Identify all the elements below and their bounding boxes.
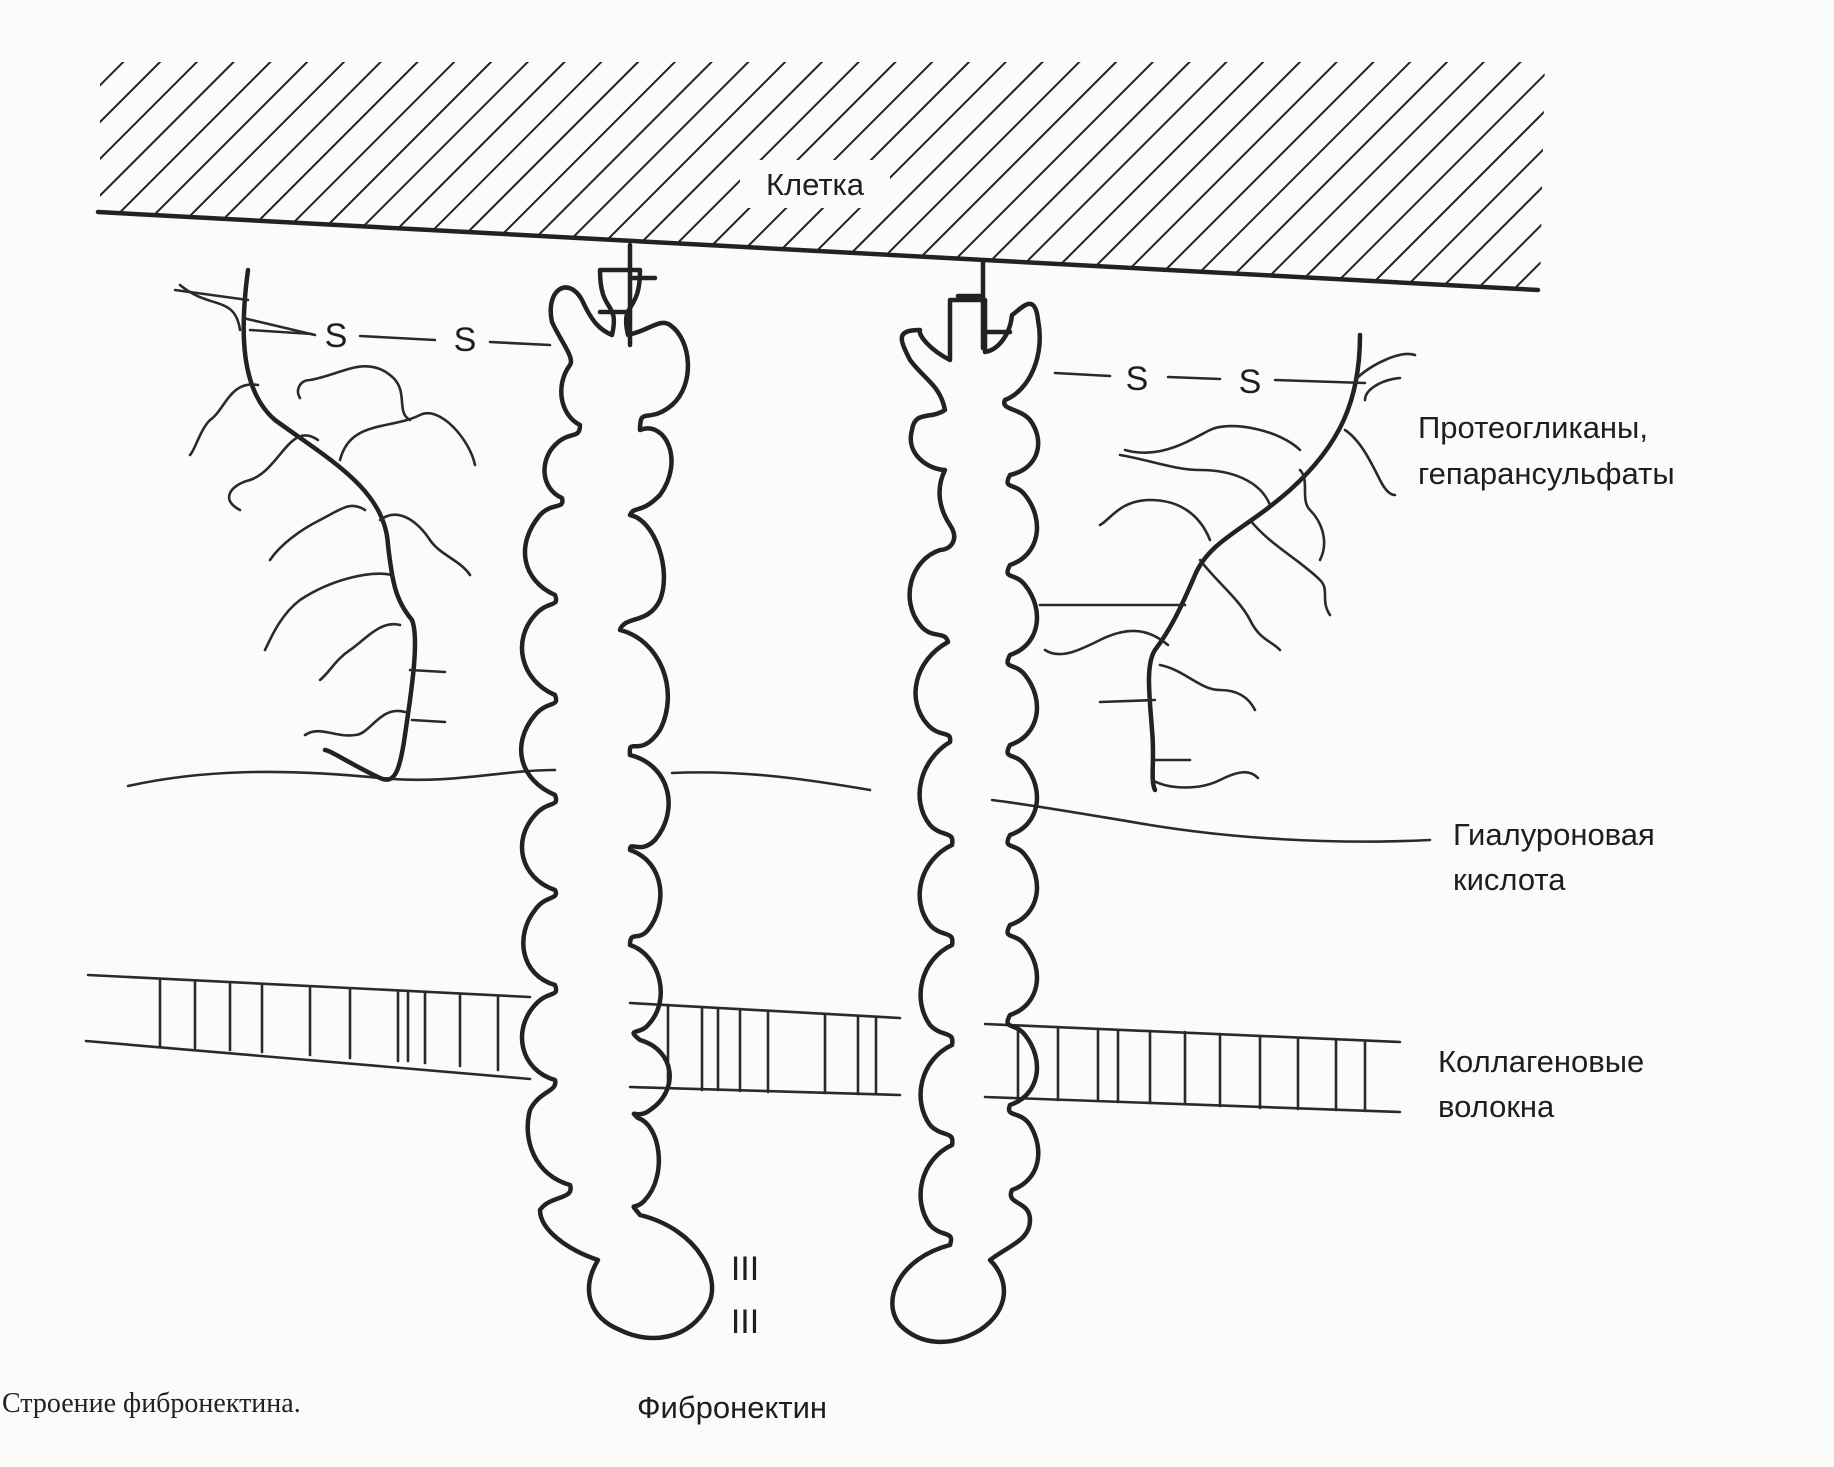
disulfide-s-label: S [325,317,348,355]
disulfide-bridge-right [1053,371,1367,385]
cell-receptor-right [955,259,1013,351]
hyaluronic-acid-label: Гиалуроновая [1453,817,1655,852]
collagen-fiber-left [84,973,532,1081]
disulfide-s-label: S [454,321,477,359]
cell-receptor-left [597,242,658,348]
proteoglycan-right [1038,332,1417,793]
figure-caption: Строение фибронектина. [2,1388,301,1419]
disulfide-s-label: S [1239,363,1262,401]
fibronectin-right-arm [890,297,1042,1345]
cell-label: Клетка [766,167,865,202]
fibronectin-left-arm [518,267,715,1341]
collagen-fibers-label: волокна [1438,1089,1555,1124]
cell-label-bg [740,160,890,208]
fibronectin-label: Фибронектин [637,1390,827,1425]
hyaluronic-acid-strand [126,768,1432,843]
disulfide-s-label: S [1126,360,1149,398]
collagen-fibers-label: Коллагеновые [1438,1044,1644,1079]
crosslink-mark: III [731,1303,759,1341]
crosslink-mark: III [731,1250,759,1288]
collagen-fiber-middle [628,1001,902,1097]
collagen-fiber-right [983,1022,1402,1114]
disulfide-bridge-left [248,328,552,347]
proteoglycans-label: Протеогликаны, [1418,410,1648,445]
hyaluronic-acid-label: кислота [1453,862,1566,897]
proteoglycans-label: гепарансульфаты [1418,456,1675,491]
